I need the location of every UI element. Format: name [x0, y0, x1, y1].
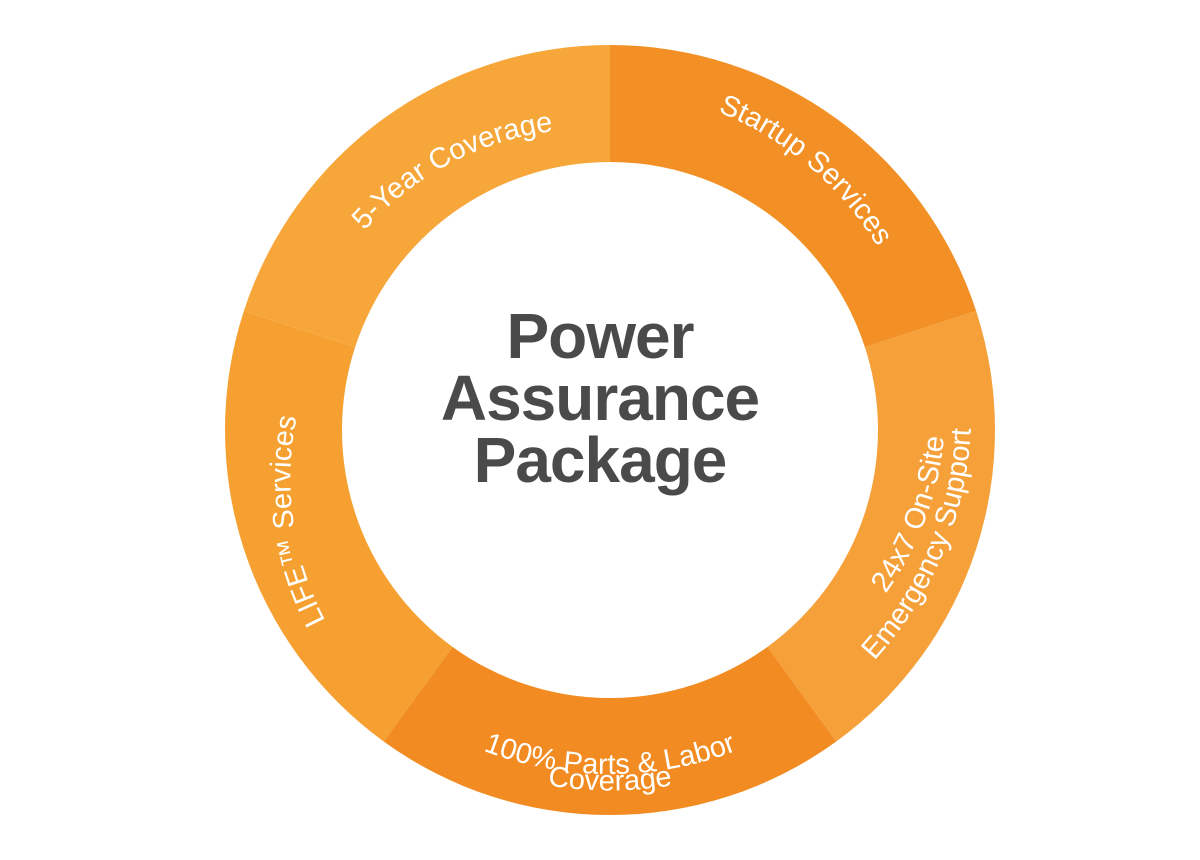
- segment-parts-labor-coverage: [383, 646, 837, 815]
- title-line-2: Assurance: [440, 362, 760, 434]
- segment-startup-services: [610, 45, 977, 348]
- segment-emergency-support: [767, 311, 995, 742]
- title-line-1: Power: [506, 300, 694, 372]
- segment-5-year-coverage: [243, 45, 610, 348]
- title-line-3: Package: [473, 424, 728, 496]
- label-parts-labor-line2: Coverage: [546, 761, 673, 798]
- segment-life-services: [225, 311, 453, 742]
- center-title: Power Assurance Package: [350, 300, 850, 496]
